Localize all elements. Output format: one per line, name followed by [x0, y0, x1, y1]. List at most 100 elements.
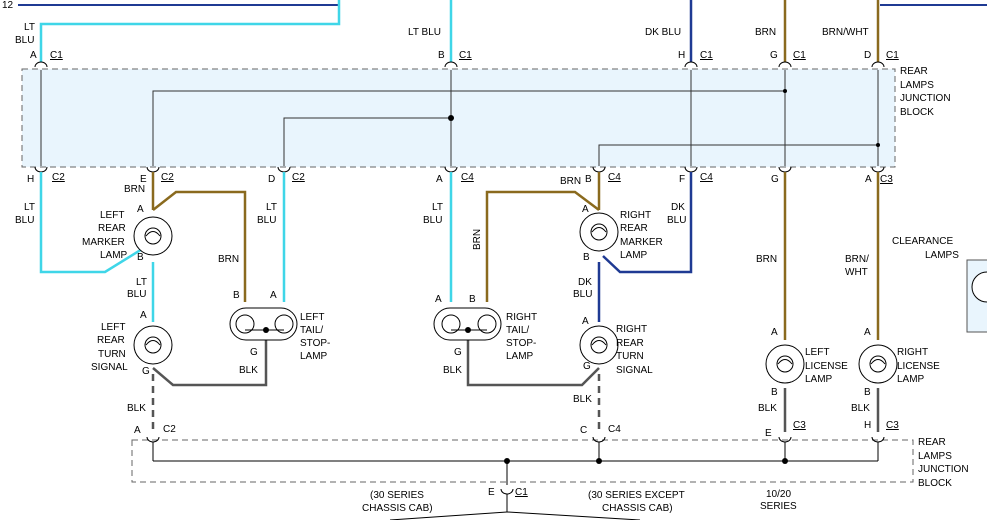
- svg-text:A: A: [435, 294, 442, 305]
- bottom-block-label: REAR LAMPS JUNCTION BLOCK: [918, 437, 969, 489]
- svg-text:LICENSE: LICENSE: [805, 361, 848, 372]
- svg-text:C1: C1: [700, 50, 713, 61]
- svg-text:A: A: [864, 327, 871, 338]
- svg-text:BLU: BLU: [667, 215, 686, 226]
- svg-text:LEFT: LEFT: [300, 312, 324, 323]
- svg-text:WHT: WHT: [845, 267, 868, 278]
- svg-text:LAMP: LAMP: [300, 351, 328, 362]
- svg-text:BRN/: BRN/: [845, 254, 869, 265]
- top-block-label: REAR LAMPS JUNCTION BLOCK: [900, 66, 951, 118]
- svg-text:BLK: BLK: [127, 403, 146, 414]
- svg-text:B: B: [233, 290, 240, 301]
- svg-text:REAR: REAR: [616, 338, 644, 349]
- svg-text:E: E: [140, 174, 147, 185]
- svg-text:C1: C1: [886, 50, 899, 61]
- svg-text:LEFT: LEFT: [100, 210, 124, 221]
- svg-text:STOP-: STOP-: [506, 338, 536, 349]
- splice-dot: [782, 458, 788, 464]
- svg-text:(30 SERIES: (30 SERIES: [370, 490, 424, 501]
- svg-text:REAR: REAR: [900, 66, 928, 77]
- svg-text:(30 SERIES EXCEPT: (30 SERIES EXCEPT: [588, 490, 685, 501]
- svg-text:A: A: [137, 204, 144, 215]
- svg-text:MARKER: MARKER: [82, 237, 125, 248]
- svg-text:LT: LT: [136, 277, 147, 288]
- svg-text:BLK: BLK: [573, 394, 592, 405]
- svg-text:BRN: BRN: [124, 184, 145, 195]
- svg-text:TAIL/: TAIL/: [300, 325, 323, 336]
- svg-text:BRN: BRN: [218, 254, 239, 265]
- svg-text:A: A: [865, 174, 872, 185]
- svg-text:A: A: [436, 174, 443, 185]
- svg-text:LT: LT: [24, 22, 35, 33]
- ground-dashed-wires: [151, 374, 601, 432]
- svg-text:BRN: BRN: [756, 254, 777, 265]
- svg-text:SIGNAL: SIGNAL: [616, 365, 653, 376]
- svg-text:C2: C2: [292, 172, 305, 183]
- svg-text:SERIES: SERIES: [760, 501, 797, 512]
- wire-labels: LT BLU BRN LT BLU BRN LT BLU LT BLU BRN …: [15, 176, 870, 414]
- svg-text:C4: C4: [608, 424, 621, 435]
- left-rear-marker-lamp: LEFT REAR MARKER LAMP A B: [82, 204, 173, 263]
- svg-text:LT: LT: [266, 202, 277, 213]
- svg-text:BLOCK: BLOCK: [900, 107, 934, 118]
- svg-text:LAMP: LAMP: [506, 351, 534, 362]
- svg-text:C2: C2: [163, 424, 176, 435]
- svg-text:B: B: [585, 174, 592, 185]
- right-rear-marker-lamp: RIGHT REAR MARKER LAMP A B: [579, 204, 663, 263]
- svg-text:G: G: [250, 347, 258, 358]
- svg-text:BRN: BRN: [472, 229, 483, 250]
- svg-text:C4: C4: [461, 172, 474, 183]
- svg-text:DK: DK: [578, 277, 592, 288]
- svg-text:LAMP: LAMP: [620, 250, 648, 261]
- top-wires: [39, 0, 880, 62]
- svg-text:BLK: BLK: [758, 403, 777, 414]
- svg-text:D: D: [268, 174, 275, 185]
- svg-text:TAIL/: TAIL/: [506, 325, 529, 336]
- bottom-block-wiring: [146, 436, 885, 520]
- svg-text:C4: C4: [608, 172, 621, 183]
- svg-text:A: A: [582, 204, 589, 215]
- svg-text:C2: C2: [52, 172, 65, 183]
- svg-text:A: A: [270, 290, 277, 301]
- svg-text:BLU: BLU: [15, 215, 34, 226]
- svg-text:STOP-: STOP-: [300, 338, 330, 349]
- svg-text:BLOCK: BLOCK: [918, 478, 952, 489]
- svg-text:DK BLU: DK BLU: [645, 27, 681, 38]
- svg-text:C3: C3: [880, 174, 893, 185]
- left-tail-stop-lamp: LEFT TAIL/ STOP- LAMP B A G: [229, 290, 330, 362]
- svg-text:LAMP: LAMP: [805, 374, 833, 385]
- svg-text:C4: C4: [700, 172, 713, 183]
- output-wires: [39, 172, 880, 432]
- svg-text:BRN/WHT: BRN/WHT: [822, 27, 869, 38]
- svg-text:REAR: REAR: [97, 335, 125, 346]
- svg-text:B: B: [864, 387, 871, 398]
- svg-text:LAMPS: LAMPS: [918, 451, 952, 462]
- svg-text:A: A: [140, 310, 147, 321]
- svg-text:H: H: [864, 420, 871, 431]
- splice-dot: [448, 115, 454, 121]
- svg-text:BLU: BLU: [257, 215, 276, 226]
- svg-text:LEFT: LEFT: [101, 322, 125, 333]
- svg-text:F: F: [679, 174, 685, 185]
- svg-text:REAR: REAR: [918, 437, 946, 448]
- svg-text:G: G: [583, 361, 591, 372]
- bottom-connector-labels: A C2 C C4 E C3 H C3 E C1: [134, 420, 899, 498]
- svg-text:A: A: [134, 425, 141, 436]
- block-output-labels: H C2 E C2 D C2 A C4 B C4 F C4 G A C3: [27, 172, 893, 185]
- svg-text:BLU: BLU: [15, 35, 34, 46]
- svg-text:BLK: BLK: [851, 403, 870, 414]
- svg-text:C1: C1: [515, 487, 528, 498]
- svg-text:BLU: BLU: [127, 289, 146, 300]
- svg-text:G: G: [142, 366, 150, 377]
- svg-text:JUNCTION: JUNCTION: [900, 93, 951, 104]
- svg-text:C1: C1: [793, 50, 806, 61]
- clearance-lamps: CLEARANCE LAMPS: [892, 236, 987, 333]
- svg-text:D: D: [864, 50, 871, 61]
- svg-text:G: G: [771, 174, 779, 185]
- svg-text:B: B: [469, 294, 476, 305]
- svg-text:B: B: [583, 252, 590, 263]
- svg-text:C1: C1: [50, 50, 63, 61]
- svg-text:TURN: TURN: [616, 351, 644, 362]
- svg-text:BRN: BRN: [755, 27, 776, 38]
